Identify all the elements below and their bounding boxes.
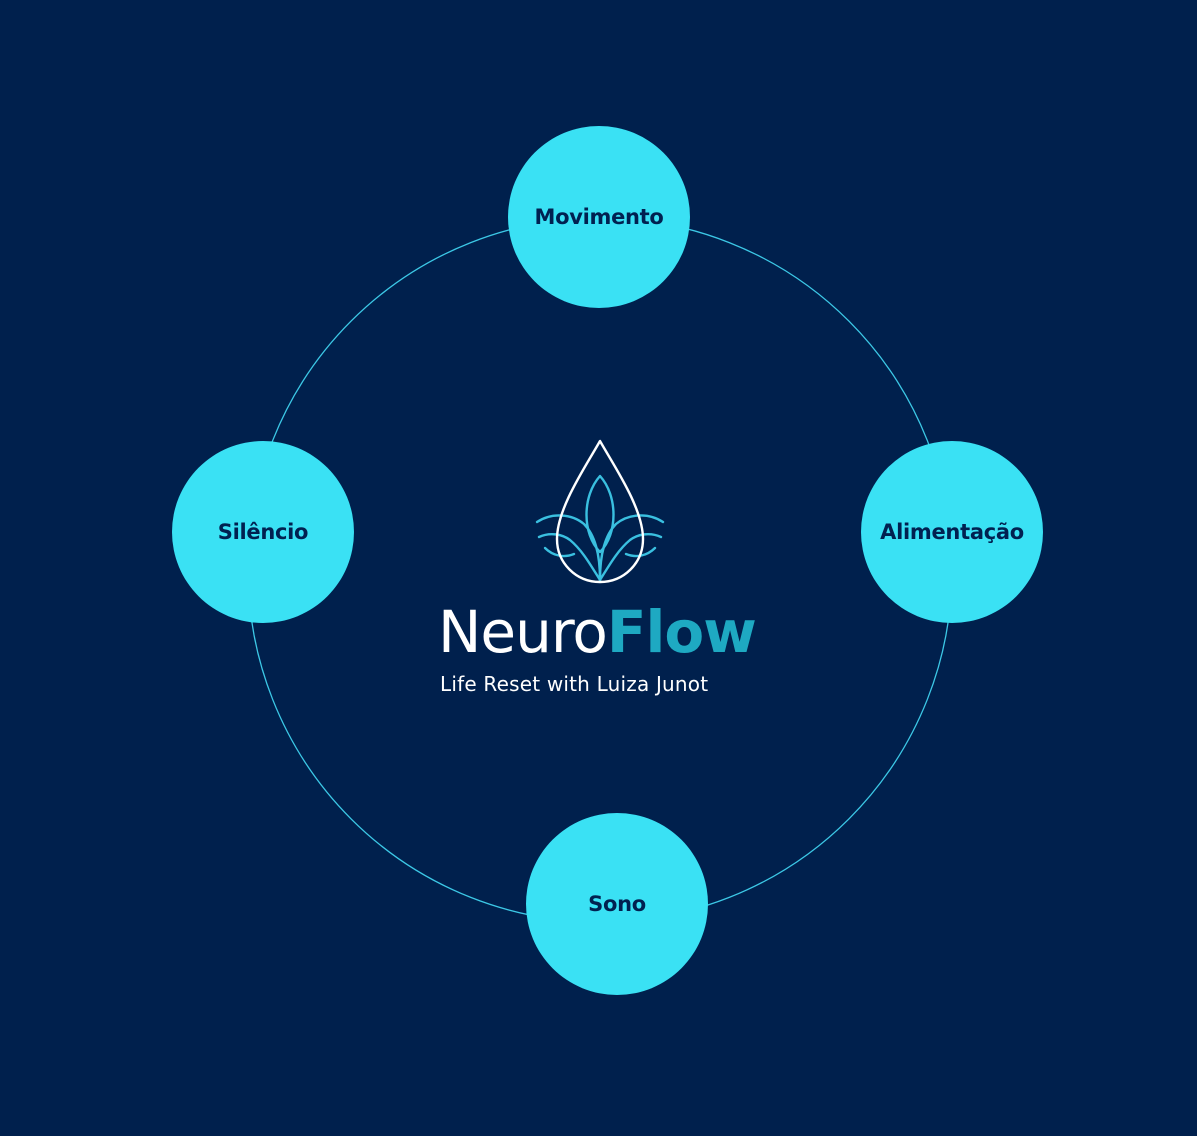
brand-title: NeuroFlow [438,592,798,672]
node-label-movimento: Movimento [534,205,664,229]
brand-title-neuro: Neuro [438,598,608,666]
node-movimento: Movimento [508,126,690,308]
node-sono: Sono [526,813,708,995]
node-alimentacao: Alimentação [861,441,1043,623]
node-label-alimentacao: Alimentação [880,520,1024,544]
node-label-silencio: Silêncio [217,520,309,544]
brand-subtitle: Life Reset with Luiza Junot [440,672,709,696]
brand-title-flow: Flow [606,598,757,666]
node-silencio: Silêncio [172,441,354,623]
water-drop-lotus-icon [535,439,665,584]
node-label-sono: Sono [588,892,646,916]
